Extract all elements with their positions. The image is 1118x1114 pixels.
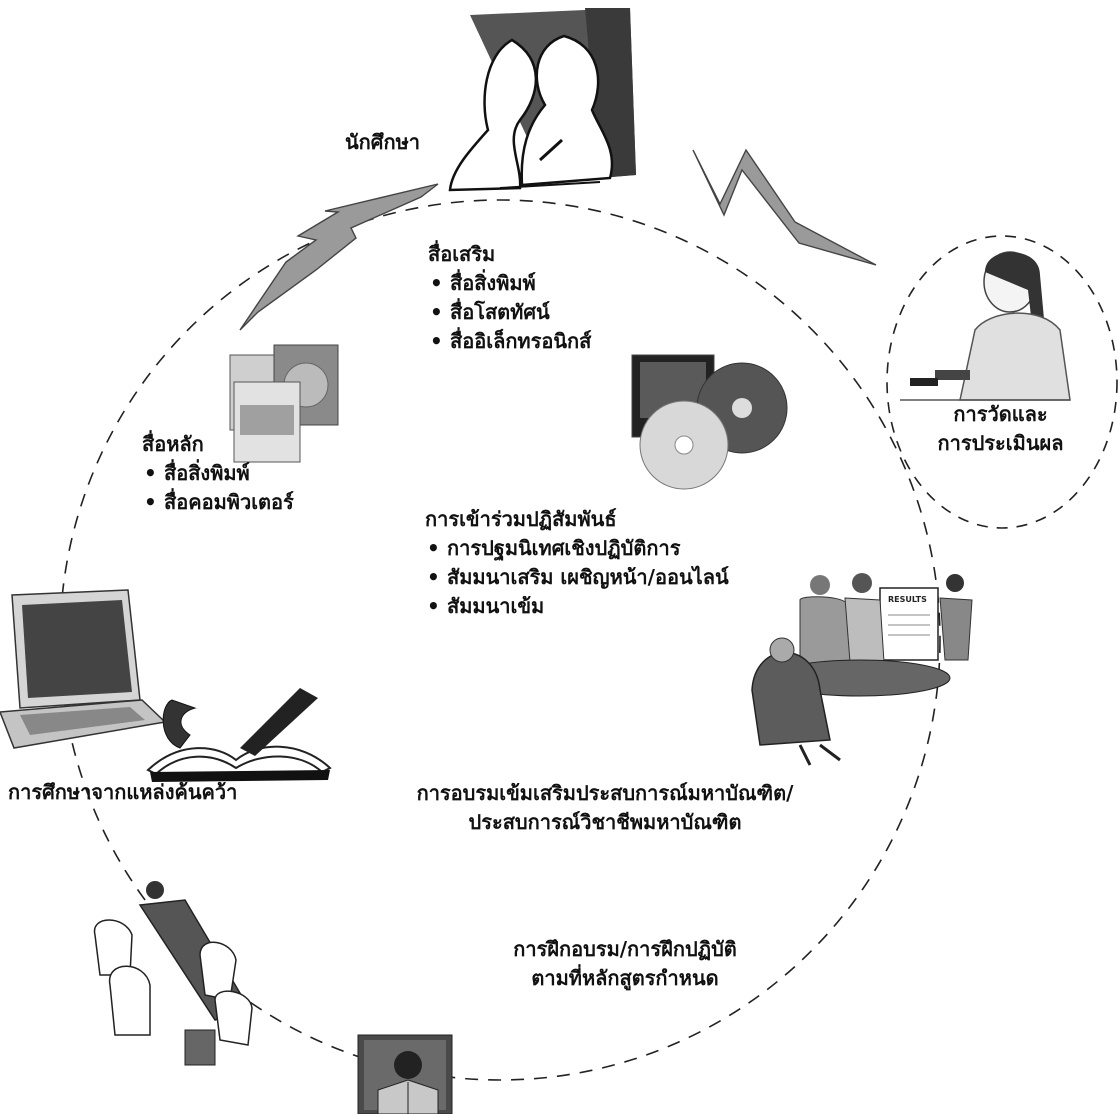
main-media-item: สื่อคอมพิวเตอร์ (142, 488, 294, 517)
practicum-line2: ตามที่หลักสูตรกำหนด (531, 966, 719, 990)
left-lightning-icon (239, 183, 439, 331)
results-board-label: RESULTS (888, 595, 927, 604)
supplementary-media-cd-icon (631, 354, 788, 490)
reading-person-illustration (357, 1034, 453, 1114)
evaluation-circle (886, 235, 1118, 529)
open-book-pen-icon (146, 688, 332, 782)
practicum-block: การฝึกอบรม/การฝึกปฏิบัติ ตามที่หลักสูตรก… (490, 935, 760, 993)
supplementary-media-item: สื่ออิเล็กทรอนิกส์ (428, 327, 591, 356)
evaluation-line2: การประเมินผล (937, 431, 1064, 455)
interaction-item: การปฐมนิเทศเชิงปฏิบัติการ (425, 534, 729, 563)
main-media-item: สื่อสิ่งพิมพ์ (142, 459, 294, 488)
evaluation-line1: การวัดและ (953, 402, 1048, 426)
laptop-icon (0, 589, 167, 749)
main-media-block: สื่อหลัก สื่อสิ่งพิมพ์ สื่อคอมพิวเตอร์ (142, 430, 294, 517)
interaction-item: สัมมนาเข้ม (425, 592, 729, 621)
intensive-training-line1: การอบรมเข้มเสริมประสบการณ์มหาบัณฑิต/ (416, 781, 794, 805)
students-illustration (448, 8, 636, 192)
supplementary-media-item: สื่อสิ่งพิมพ์ (428, 269, 591, 298)
main-media-title: สื่อหลัก (142, 432, 204, 456)
practicum-line1: การฝึกอบรม/การฝึกปฏิบัติ (513, 937, 737, 961)
intensive-training-block: การอบรมเข้มเสริมประสบการณ์มหาบัณฑิต/ ประ… (395, 779, 815, 837)
evaluation-person-illustration (900, 251, 1071, 401)
interaction-title: การเข้าร่วมปฏิสัมพันธ์ (425, 507, 617, 531)
supplementary-media-block: สื่อเสริม สื่อสิ่งพิมพ์ สื่อโสตทัศน์ สื่… (428, 240, 591, 356)
evaluation-block: การวัดและ การประเมินผล (918, 400, 1083, 458)
conference-table-illustration (93, 881, 253, 1066)
right-lightning-icon (692, 148, 877, 266)
meeting-presentation-illustration: RESULTS (751, 573, 973, 766)
supplementary-media-item: สื่อโสตทัศน์ (428, 298, 591, 327)
interaction-item: สัมมนาเสริม เผชิญหน้า/ออนไลน์ (425, 563, 729, 592)
research-label: การศึกษาจากแหล่งค้นคว้า (8, 780, 238, 804)
student-label: นักศึกษา (345, 130, 420, 154)
intensive-training-line2: ประสบการณ์วิชาชีพมหาบัณฑิต (468, 810, 742, 834)
main-media-cd-cases-icon (229, 344, 339, 463)
interaction-block: การเข้าร่วมปฏิสัมพันธ์ การปฐมนิเทศเชิงปฏ… (425, 505, 729, 621)
supplementary-media-title: สื่อเสริม (428, 242, 496, 266)
